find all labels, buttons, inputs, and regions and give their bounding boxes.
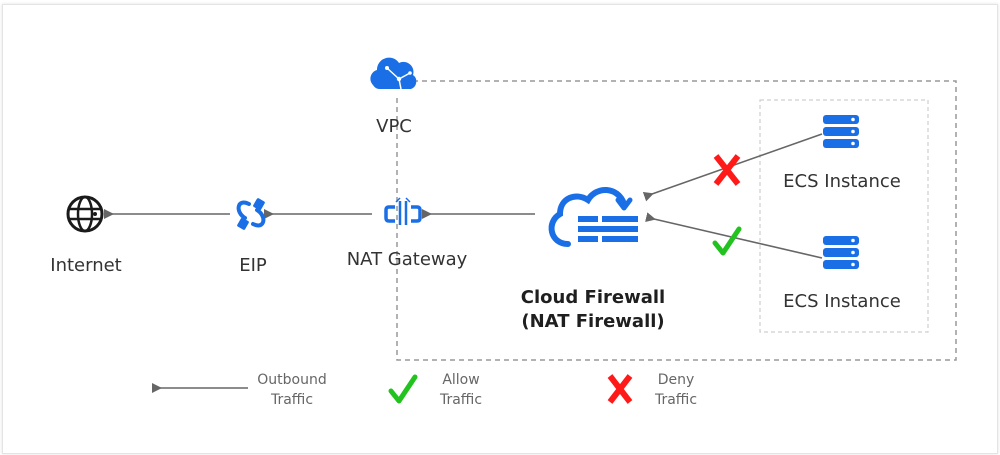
globe-icon xyxy=(66,195,104,233)
allow-check-icon xyxy=(712,226,742,256)
arrow-ecs1-to-firewall xyxy=(642,133,823,202)
server-icon xyxy=(823,115,859,148)
legend-allow-check-icon xyxy=(388,374,418,404)
vpc-boundary xyxy=(396,80,957,361)
cloud-firewall-label-line1: Cloud Firewall xyxy=(520,287,666,308)
diagram-frame xyxy=(2,4,998,454)
vpc-label: VPC xyxy=(376,116,412,137)
legend-outbound-line2: Traffic xyxy=(270,392,314,408)
vpc-cloud-icon xyxy=(370,57,417,90)
ecs-group-boundary xyxy=(759,99,929,333)
legend-deny-x-icon xyxy=(607,374,633,404)
legend-allow-text: Allow Traffic xyxy=(440,370,482,410)
cloud-firewall-label-line2: (NAT Firewall) xyxy=(521,311,665,332)
nat-gateway-icon xyxy=(384,197,422,225)
ecs-instance-1-label: ECS Instance xyxy=(783,171,901,192)
cloud-firewall-label: Cloud Firewall (NAT Firewall) xyxy=(521,286,665,334)
legend-outbound-line1: Outbound xyxy=(257,372,327,388)
cloud-firewall-icon xyxy=(548,187,638,247)
legend-allow-line2: Traffic xyxy=(439,392,483,408)
legend-deny-line1: Deny xyxy=(657,372,695,388)
ecs-instance-2-label: ECS Instance xyxy=(783,291,901,312)
link-icon xyxy=(236,198,266,230)
internet-label: Internet xyxy=(50,255,122,276)
server-icon xyxy=(823,236,859,269)
legend-deny-text: Deny Traffic xyxy=(655,370,697,410)
legend-allow-line1: Allow xyxy=(442,372,480,388)
legend-outbound-text: Outbound Traffic xyxy=(257,370,326,410)
arrow-ecs2-to-firewall xyxy=(645,212,823,259)
nat-gateway-label: NAT Gateway xyxy=(346,249,468,270)
eip-label: EIP xyxy=(239,255,267,276)
deny-x-icon xyxy=(713,154,741,186)
legend-deny-line2: Traffic xyxy=(654,392,698,408)
